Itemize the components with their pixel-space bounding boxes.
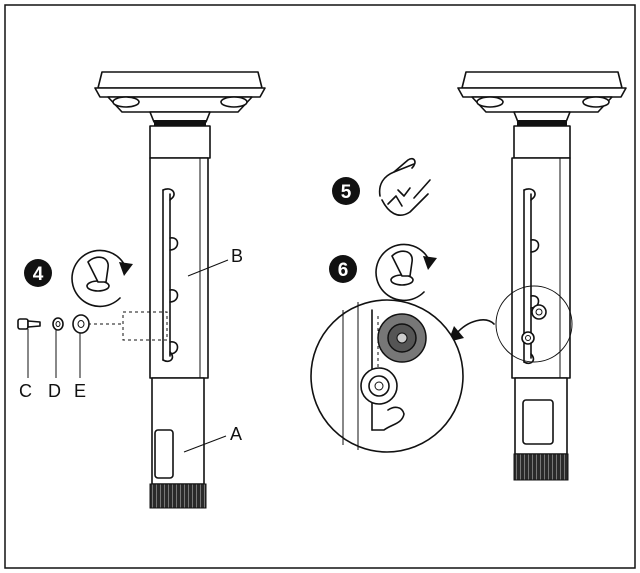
left-ceiling-plate — [94, 71, 266, 126]
bolt-icon — [360, 367, 398, 405]
screw-c — [17, 318, 41, 330]
washer-e — [72, 314, 90, 334]
label-b: B — [231, 246, 243, 266]
magnify-arrow-icon — [448, 319, 495, 342]
hand-tighten-icon — [378, 157, 431, 216]
rotate-clockwise-icon — [71, 249, 133, 308]
right-outer-tube — [511, 125, 571, 379]
svg-text:5: 5 — [341, 182, 352, 203]
step-5-marker: 5 — [332, 177, 360, 205]
label-e: E — [74, 381, 86, 401]
svg-text:6: 6 — [338, 260, 349, 281]
right-inner-tube — [513, 377, 569, 481]
left-pole-assembly: C D E B A 4 — [17, 71, 266, 509]
label-c: C — [19, 381, 32, 401]
left-outer-tube — [149, 125, 211, 379]
rotate-clockwise-icon-2 — [375, 243, 437, 302]
diagram-frame — [4, 4, 636, 569]
right-pole-assembly — [448, 71, 627, 481]
left-inner-tube — [149, 377, 207, 509]
label-d: D — [48, 381, 61, 401]
svg-text:4: 4 — [33, 264, 44, 285]
label-a: A — [230, 424, 242, 444]
knob-tightened-icon — [377, 313, 427, 363]
step-6-marker: 6 — [329, 255, 357, 283]
washer-d — [52, 317, 64, 331]
magnified-detail — [310, 299, 464, 453]
right-ceiling-plate — [457, 71, 627, 126]
step-4-marker: 4 — [24, 259, 52, 287]
right-detail-ring — [495, 285, 573, 363]
